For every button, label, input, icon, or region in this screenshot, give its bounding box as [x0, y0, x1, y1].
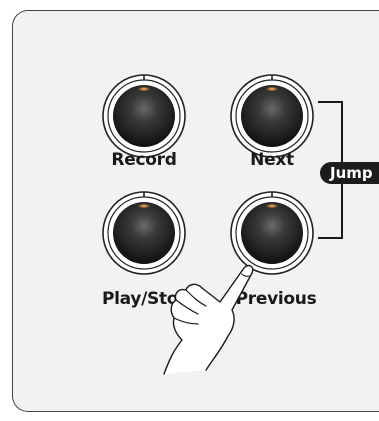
previous-button-knob	[230, 191, 314, 275]
play-stop-button[interactable]	[101, 190, 187, 276]
previous-button[interactable]	[229, 190, 315, 276]
pointing-hand-icon	[163, 264, 254, 375]
play-stop-label: Play/Stop	[101, 289, 191, 309]
record-label: Record	[111, 150, 177, 170]
previous-label: Previous	[235, 289, 317, 309]
next-label: Next	[250, 150, 294, 170]
record-button-knob	[102, 74, 186, 158]
next-button-knob	[230, 74, 314, 158]
record-button[interactable]	[101, 73, 187, 159]
jump-badge: Jump	[320, 162, 379, 184]
next-button[interactable]	[229, 73, 315, 159]
play-stop-button-knob	[102, 191, 186, 275]
